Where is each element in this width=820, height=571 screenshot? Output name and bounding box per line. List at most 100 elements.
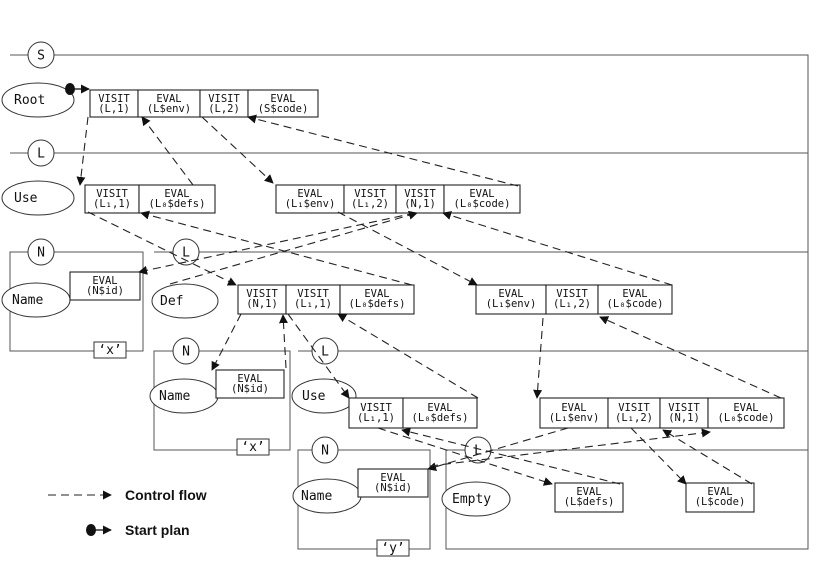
cell-c9-arg: (N,1) [404, 198, 436, 210]
flow-arrow-17 [377, 427, 553, 486]
cell-c13 [285, 284, 341, 315]
cell-c25-arg: (N$id) [374, 482, 412, 494]
prod-empty-ellipse [441, 481, 511, 517]
cell-c27-op: EVAL [707, 486, 732, 498]
cell-c13-op: VISIT [297, 288, 329, 300]
cell-c10-op: EVAL [469, 188, 494, 200]
flow-arrow-13 [287, 313, 350, 399]
cell-c14-op: EVAL [364, 288, 389, 300]
cell-c2 [137, 89, 201, 118]
cell-c12 [237, 284, 287, 315]
cell-c17-arg: (L₀$code) [607, 298, 664, 310]
node-l-label: L [37, 147, 45, 162]
cell-c3-op: VISIT [208, 93, 240, 105]
cell-c20-arg: (L₀$defs) [412, 412, 469, 424]
node-n2-label: N [182, 345, 190, 360]
flow-arrow-4 [247, 114, 519, 187]
region-n3 [297, 449, 431, 550]
cell-c14 [339, 284, 415, 315]
cell-c18-op: EVAL [237, 373, 262, 385]
cell-c24-arg: (L₀$code) [718, 412, 775, 424]
leaf-x2-label: ‘x’ [241, 440, 264, 455]
flow-arrow-9 [138, 212, 416, 275]
prod-use-ellipse [1, 180, 75, 216]
cell-c20 [402, 397, 478, 429]
flow-arrow-21 [630, 427, 687, 485]
region-l4 [445, 449, 809, 550]
cell-c2-arg: (L$env) [147, 103, 191, 115]
cell-c13-arg: (L₁,1) [294, 298, 332, 310]
region-n [9, 251, 144, 352]
cell-c7 [275, 184, 345, 214]
cell-c22-op: VISIT [618, 402, 650, 414]
flow-arrow-22 [662, 429, 753, 485]
node-n3-label: N [321, 444, 329, 459]
node-l4-label: L [474, 444, 482, 459]
prod-def-ellipse [151, 283, 219, 319]
region-l3 [298, 350, 809, 450]
cell-c26-op: EVAL [576, 486, 601, 498]
cell-c2-op: EVAL [156, 93, 181, 105]
cell-c18 [215, 369, 285, 399]
prod-root-label: Root [14, 93, 45, 108]
cell-c16 [545, 284, 599, 315]
cell-c3 [199, 89, 249, 118]
cell-c16-arg: (L₁,2) [553, 298, 591, 310]
flow-arrow-2 [141, 116, 194, 186]
node-l3-label: L [321, 345, 329, 360]
cell-c1-arg: (L,1) [98, 103, 130, 115]
node-s-circle [27, 41, 55, 69]
cell-c1-op: VISIT [98, 93, 130, 105]
cell-c25-op: EVAL [380, 472, 405, 484]
prod-def-label: Def [160, 294, 183, 309]
region-s [10, 54, 809, 153]
start-plan-marker [65, 83, 90, 95]
leaf-x1-box [93, 341, 127, 359]
cell-c8-op: VISIT [354, 188, 386, 200]
leaf-x1-label: ‘x’ [98, 343, 121, 358]
cell-c3-arg: (L,2) [208, 103, 240, 115]
cell-c6 [138, 184, 216, 214]
cell-c24-op: EVAL [733, 402, 758, 414]
flow-arrow-8 [442, 211, 673, 286]
node-l2-circle [172, 238, 200, 266]
cell-c27-arg: (L$code) [695, 496, 746, 508]
cell-c17 [597, 284, 673, 315]
leaf-x2-box [236, 438, 270, 456]
cell-c8 [343, 184, 397, 214]
flow-arrow-3 [201, 116, 274, 184]
cell-c17-op: EVAL [622, 288, 647, 300]
legend: Control flow Start plan [48, 487, 207, 538]
cell-c21 [539, 397, 609, 429]
cell-c5 [84, 184, 140, 214]
cell-c26-arg: (L$defs) [564, 496, 615, 508]
cell-c11 [69, 271, 141, 301]
prod-empty-label: Empty [452, 492, 491, 507]
flow-arrow-19 [427, 427, 569, 472]
node-n-circle [27, 238, 55, 266]
cell-c27 [685, 482, 755, 513]
node-l2-label: L [182, 246, 190, 261]
node-l3-circle [311, 337, 339, 365]
flow-arrow-16 [599, 316, 782, 399]
cell-c5-arg: (L₁,1) [93, 198, 131, 210]
cell-c18-arg: (N$id) [231, 383, 269, 395]
cell-c9-op: VISIT [404, 188, 436, 200]
leaf-y-label: ‘y’ [381, 541, 404, 556]
flow-arrow-10 [169, 210, 418, 285]
cell-c4 [247, 89, 319, 118]
flow-arrow-7 [337, 211, 478, 286]
cell-c15-arg: (L₁$env) [486, 298, 537, 310]
cell-c20-op: EVAL [427, 402, 452, 414]
cell-c21-arg: (L₁$env) [549, 412, 600, 424]
flow-arrow-14 [337, 313, 479, 399]
cell-c15 [475, 284, 547, 315]
cell-c24 [707, 397, 785, 429]
prod-use2-label: Use [302, 389, 326, 404]
cell-c12-op: VISIT [246, 288, 278, 300]
cell-c23-op: VISIT [668, 402, 700, 414]
cell-c16-op: VISIT [556, 288, 588, 300]
cell-c4-op: EVAL [270, 93, 295, 105]
flow-arrow-15 [533, 317, 544, 399]
